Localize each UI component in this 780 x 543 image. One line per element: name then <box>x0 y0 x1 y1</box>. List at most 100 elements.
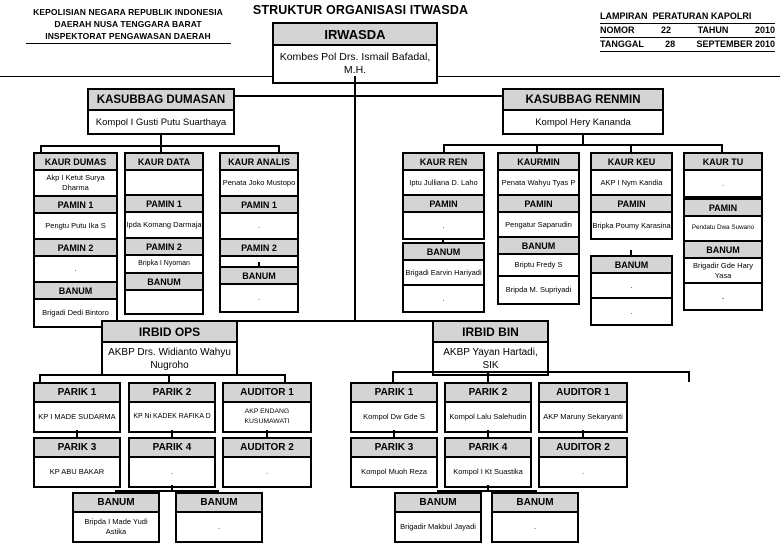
node-ops-parik-4-name: . <box>130 458 214 486</box>
node-kaur-ren-banum[interactable]: BANUM Brigadi Earvin Hariyadi . <box>402 242 485 313</box>
node-bin-banum-1[interactable]: BANUM Brigadir Makbul Jayadi <box>394 492 482 543</box>
node-kaur-data-pamin2-name: Bripka I Nyoman <box>126 256 202 274</box>
node-bin-auditor-2[interactable]: AUDITOR 2 . <box>538 437 628 488</box>
node-kaur-keu-pamin-title: PAMIN <box>592 196 671 213</box>
reference-nomor-value: 22 <box>661 25 672 35</box>
node-kaur-tu-name: . <box>685 171 761 196</box>
node-kaur-tu-pamin-name: Pendatu Dwa Suwano <box>685 217 761 242</box>
node-irwasda-title: IRWASDA <box>274 24 436 46</box>
connector-kaur-keu-down <box>630 250 632 259</box>
node-bin-auditor-1[interactable]: AUDITOR 1 AKP Maruny Sekaryanti <box>538 382 628 433</box>
node-kaur-ren[interactable]: KAUR REN Iptu Julliana D. Laho PAMIN . <box>402 152 485 240</box>
connector-ops-bus <box>39 374 286 376</box>
node-kasubbag-renmin-name: Kompol Hery Kananda <box>504 111 662 133</box>
institution-header: KEPOLISIAN NEGARA REPUBLIK INDONESIA DAE… <box>8 6 248 44</box>
node-kaurmin-title: KAURMIN <box>499 154 578 171</box>
institution-line-2: DAERAH NUSA TENGGARA BARAT <box>54 19 202 29</box>
reference-nomor-label: NOMOR <box>600 25 635 35</box>
node-irbid-bin[interactable]: IRBID BIN AKBP Yayan Hartadi, SIK <box>432 320 549 376</box>
connector-renmin-down <box>582 134 584 144</box>
connector-center-spine <box>354 76 356 322</box>
header-underline <box>25 43 231 44</box>
node-kaur-tu-banum-name: Brigadir Gde Hary Yasa <box>685 259 761 284</box>
node-kasubbag-dumasan-name: Kompol I Gusti Putu Suarthaya <box>89 111 233 133</box>
connector-ops-t2 <box>168 374 170 384</box>
node-ops-banum-2[interactable]: BANUM . <box>175 492 263 543</box>
node-kaur-keu[interactable]: KAUR KEU AKP I Nym Kandia PAMIN Bripka P… <box>590 152 673 240</box>
node-kaur-data-banum-name <box>126 291 202 313</box>
node-bin-parik-4[interactable]: PARIK 4 Kompol I Kt Suastika <box>444 437 532 488</box>
node-kasubbag-dumasan[interactable]: KASUBBAG DUMASAN Kompol I Gusti Putu Sua… <box>87 88 235 135</box>
node-kaur-dumas-name: Akp I Ketut Surya Dharma <box>35 171 116 197</box>
connector-ops-t3 <box>284 374 286 384</box>
node-bin-parik-3[interactable]: PARIK 3 Kompol Muoh Reza <box>350 437 438 488</box>
node-ops-parik-2[interactable]: PARIK 2 KP Ni KADEK RAFIKA D <box>128 382 216 433</box>
node-irwasda[interactable]: IRWASDA Kombes Pol Drs. Ismail Bafadal, … <box>272 22 438 84</box>
reference-line-2: NOMOR 22 TAHUN 2010 <box>600 24 775 38</box>
node-bin-parik-2-name: Kompol Lalu Salehudin <box>446 403 530 431</box>
node-kaur-data-pamin1-title: PAMIN 1 <box>126 196 202 213</box>
node-ops-banum-1[interactable]: BANUM Bripda I Made Yudi Astika <box>72 492 160 543</box>
node-bin-parik-2-title: PARIK 2 <box>446 384 530 403</box>
connector-renmin-t1 <box>443 144 445 154</box>
divider-right <box>437 76 780 77</box>
node-kaur-dumas[interactable]: KAUR DUMAS Akp I Ketut Surya Dharma PAMI… <box>33 152 118 328</box>
connector-bin-banum-bus <box>437 490 537 492</box>
node-kaur-data-units[interactable]: PAMIN 1 Ipda Komang Darmaja PAMIN 2 Brip… <box>124 194 204 315</box>
node-kasubbag-renmin[interactable]: KASUBBAG RENMIN Kompol Hery Kananda <box>502 88 664 135</box>
node-irbid-bin-title: IRBID BIN <box>434 322 547 343</box>
connector-ops-t1 <box>39 374 41 384</box>
node-kaur-keu-banum[interactable]: BANUM . . <box>590 255 673 326</box>
node-kaur-tu-pamin-title: PAMIN <box>685 200 761 217</box>
node-kaurmin-pamin-name: Pengatur Saparudin <box>499 213 578 238</box>
connector-renmin-t2 <box>536 144 538 154</box>
node-kaur-data-name <box>126 171 202 197</box>
node-bin-auditor-2-name: . <box>540 458 626 486</box>
node-kasubbag-renmin-title: KASUBBAG RENMIN <box>504 90 662 111</box>
node-kaur-keu-banum-name: . <box>592 274 671 299</box>
node-kaurmin-banum-extra: Bripda M. Supriyadi <box>499 277 578 303</box>
node-bin-parik-2[interactable]: PARIK 2 Kompol Lalu Salehudin <box>444 382 532 433</box>
node-kaur-analis-name: Penata Joko Mustopo <box>221 171 297 197</box>
node-kaur-keu-title: KAUR KEU <box>592 154 671 171</box>
connector-ops-p2-p4 <box>171 430 173 438</box>
reference-tanggal-day: 28 <box>665 39 676 49</box>
node-ops-auditor-2[interactable]: AUDITOR 2 . <box>222 437 312 488</box>
connector-bin-bus <box>392 371 690 373</box>
node-kaur-analis-banum-name: . <box>221 285 297 311</box>
node-kaur-data-pamin1-name: Ipda Komang Darmaja <box>126 213 202 239</box>
node-kaur-tu-banum-title: BANUM <box>685 242 761 259</box>
node-bin-auditor-1-name: AKP Maruny Sekaryanti <box>540 403 626 431</box>
node-irbid-ops[interactable]: IRBID OPS AKBP Drs. Widianto Wahyu Nugro… <box>101 320 238 376</box>
node-kaur-dumas-banum-title: BANUM <box>35 283 116 300</box>
node-kaur-ren-banum-extra: . <box>404 286 483 311</box>
node-kaur-analis-pamin1-name: . <box>221 214 297 240</box>
node-kaur-analis-banum[interactable]: BANUM . <box>219 266 299 313</box>
connector-bin-t1 <box>392 371 394 382</box>
node-bin-parik-1[interactable]: PARIK 1 Kompol Dw Gde S <box>350 382 438 433</box>
node-kaur-tu-units[interactable]: PAMIN Pendatu Dwa Suwano BANUM Brigadir … <box>683 198 763 311</box>
node-kaur-data[interactable]: KAUR DATA <box>124 152 204 199</box>
node-bin-auditor-2-title: AUDITOR 2 <box>540 439 626 458</box>
node-ops-parik-4[interactable]: PARIK 4 . <box>128 437 216 488</box>
node-kaur-tu[interactable]: KAUR TU . <box>683 152 763 198</box>
node-bin-banum-2-name: . <box>493 513 577 541</box>
node-kaur-dumas-pamin1-title: PAMIN 1 <box>35 197 116 214</box>
node-ops-auditor-1[interactable]: AUDITOR 1 AKP ENDANG KUSUMAWATI <box>222 382 312 433</box>
reference-tanggal-label: TANGGAL <box>600 39 644 49</box>
node-bin-banum-2[interactable]: BANUM . <box>491 492 579 543</box>
node-kaur-analis-pamin2-title: PAMIN 2 <box>221 240 297 257</box>
node-ops-parik-2-title: PARIK 2 <box>130 384 214 403</box>
connector-ops-a1-a2 <box>266 430 268 438</box>
node-kaur-tu-title: KAUR TU <box>685 154 761 171</box>
node-kaurmin[interactable]: KAURMIN Penata Wahyu Tyas P PAMIN Pengat… <box>497 152 580 305</box>
connector-renmin-t3 <box>630 144 632 154</box>
node-bin-auditor-1-title: AUDITOR 1 <box>540 384 626 403</box>
node-ops-banum-2-name: . <box>177 513 261 541</box>
node-ops-parik-3[interactable]: PARIK 3 KP ABU BAKAR <box>33 437 121 488</box>
node-kaur-keu-name: AKP I Nym Kandia <box>592 171 671 196</box>
node-ops-parik-1[interactable]: PARIK 1 KP I MADE SUDARMA <box>33 382 121 433</box>
connector-to-irbid-bin <box>354 320 484 322</box>
node-kaur-dumas-pamin1-name: Pengtu Putu Ika S <box>35 214 116 240</box>
